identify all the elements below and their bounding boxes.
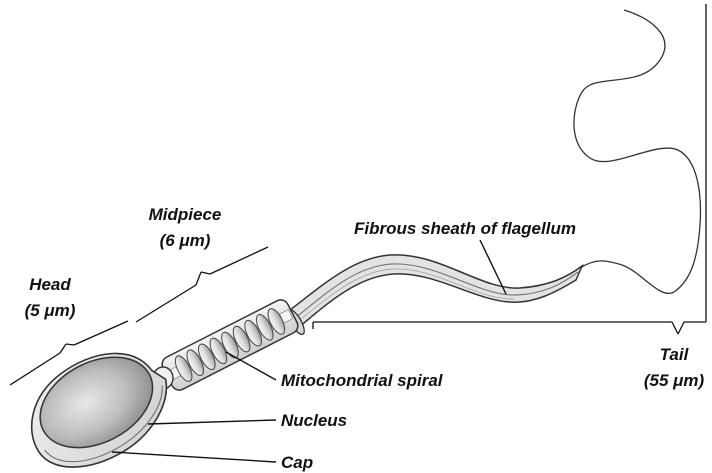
midpiece-size-brace <box>136 247 268 322</box>
midpiece-size-label: (6 μm) <box>160 231 211 250</box>
flagellum-end-piece <box>574 10 701 293</box>
mitochondrial-spiral-label: Mitochondrial spiral <box>281 371 444 390</box>
tail-size-brace <box>313 4 706 334</box>
fibrous-sheath-label: Fibrous sheath of flagellum <box>354 219 576 238</box>
nucleus-leader <box>148 420 276 424</box>
midpiece <box>159 297 300 393</box>
cap-label: Cap <box>281 453 313 472</box>
tail-size-label: (55 μm) <box>644 371 705 390</box>
head-label: Head <box>29 275 71 294</box>
tail-label: Tail <box>660 345 690 364</box>
head <box>11 330 187 473</box>
cap-leader <box>112 452 276 462</box>
nucleus-label: Nucleus <box>281 411 347 430</box>
mitochondrial-spiral-leader <box>226 352 276 380</box>
head-size-label: (5 μm) <box>25 301 76 320</box>
midpiece-label: Midpiece <box>149 205 222 224</box>
